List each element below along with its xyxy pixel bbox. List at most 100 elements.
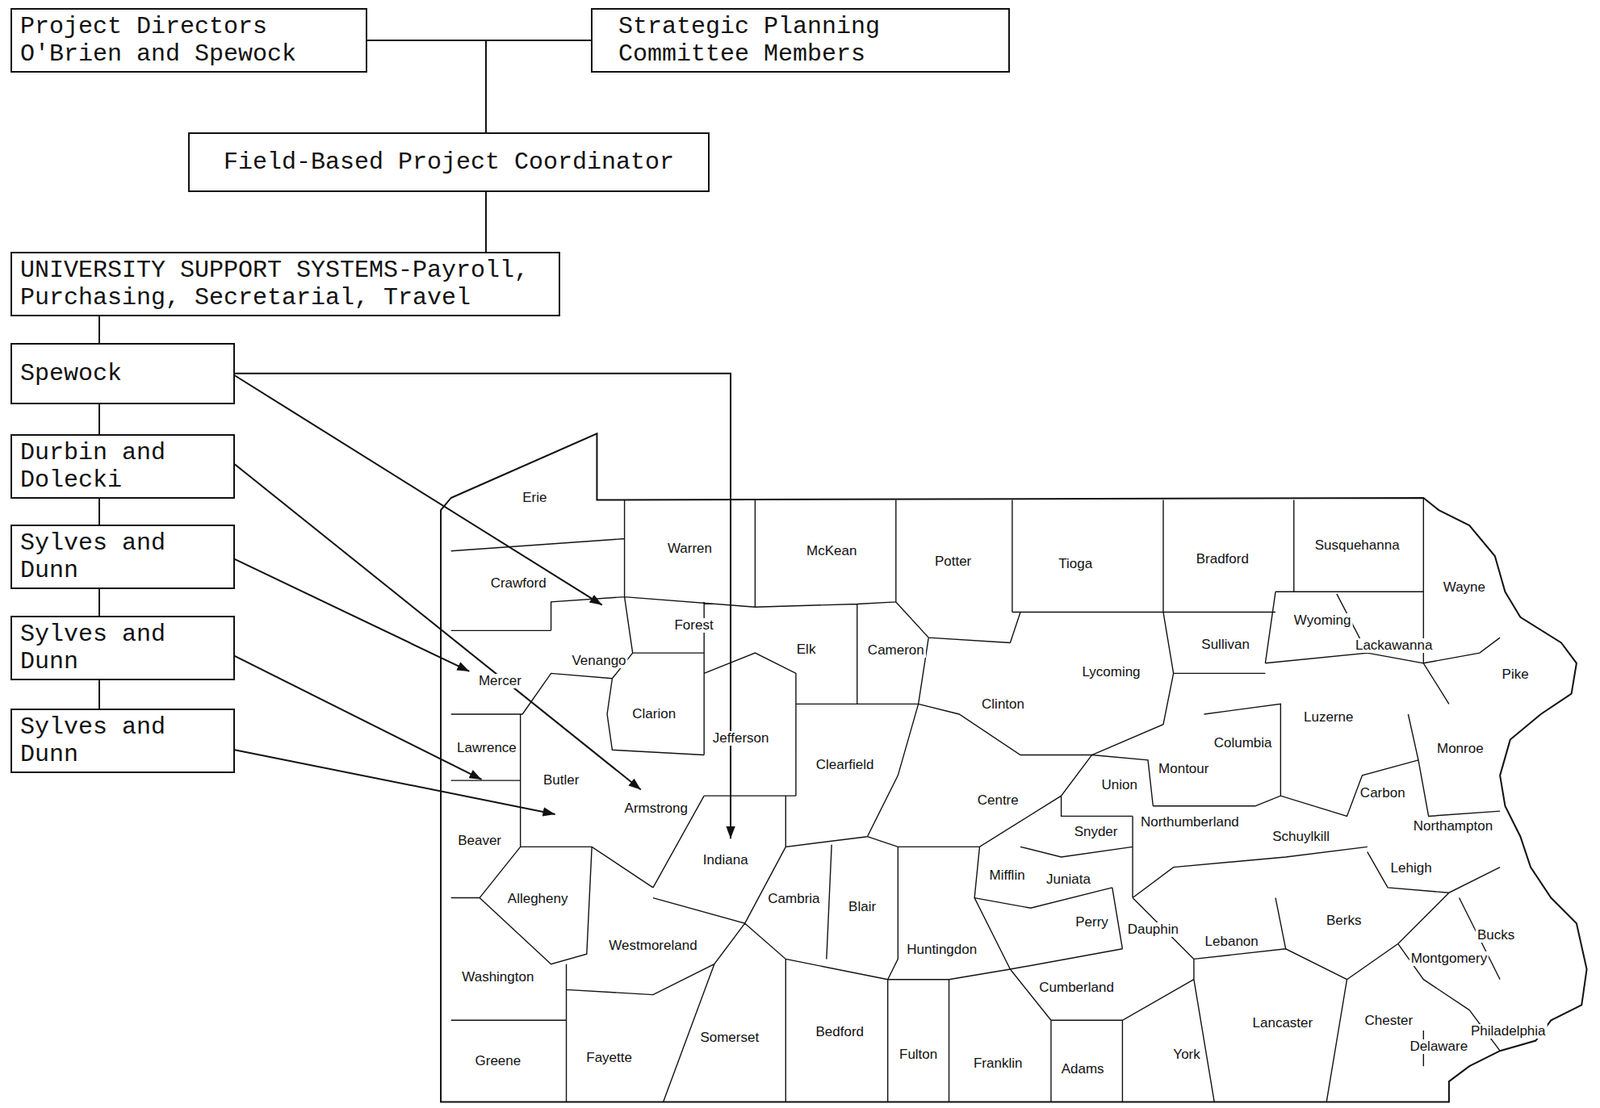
box-text: Spewock: [20, 360, 226, 388]
leader-arrow: [234, 375, 603, 605]
county-label: Montgomery: [1409, 951, 1489, 967]
box-text: Sylves and Dunn: [20, 713, 226, 769]
county-label: Franklin: [971, 1056, 1024, 1072]
county-label: Snyder: [1072, 825, 1120, 840]
county-label: Cameron: [866, 643, 926, 658]
county-label: Perry: [1073, 915, 1110, 930]
county-label: Greene: [473, 1054, 523, 1069]
county-label: Cambria: [766, 892, 821, 907]
county-label: Westmoreland: [607, 938, 699, 954]
leader-arrow: [234, 373, 731, 840]
box-text: Sylves and Dunn: [20, 529, 226, 585]
county-label: Jefferson: [711, 731, 771, 746]
county-label: York: [1171, 1047, 1202, 1063]
county-label: Schuylkill: [1270, 829, 1332, 845]
county-label: Fulton: [897, 1047, 939, 1063]
county-label: Carbon: [1358, 786, 1408, 801]
org-box: UNIVERSITY SUPPORT SYSTEMS-Payroll, Purc…: [10, 251, 561, 317]
connector-line: [485, 192, 487, 252]
connector-line: [367, 40, 486, 133]
connector-line: [98, 404, 101, 435]
org-box: Sylves and Dunn: [10, 615, 235, 681]
county-label: Somerset: [698, 1030, 761, 1046]
county-label: Clearfield: [814, 758, 876, 773]
county-label: Montour: [1156, 762, 1211, 777]
county-label: Delaware: [1407, 1039, 1470, 1055]
org-box: Spewock: [10, 343, 235, 405]
connector-line: [98, 589, 101, 616]
leader-arrow: [234, 464, 641, 790]
county-label: Bucks: [1475, 928, 1517, 943]
county-label: Northumberland: [1139, 815, 1241, 830]
county-label: Armstrong: [623, 801, 690, 817]
org-box: Project Directors O'Brien and Spewock: [10, 8, 368, 73]
county-label: Lebanon: [1203, 934, 1261, 950]
county-label: Crawford: [489, 576, 549, 591]
county-label: Sullivan: [1199, 637, 1252, 653]
connector-line: [98, 316, 101, 344]
county-label: Union: [1099, 778, 1139, 793]
org-box: Sylves and Dunn: [10, 524, 235, 590]
county-label: Venango: [569, 653, 628, 669]
connector-line: [98, 680, 101, 709]
county-label: Forest: [672, 618, 715, 633]
county-label: Lehigh: [1389, 861, 1434, 876]
county-label: Tioga: [1056, 557, 1094, 572]
county-label: Mercer: [477, 674, 524, 689]
county-label: Lawrence: [455, 741, 519, 756]
county-label: Northampton: [1411, 819, 1495, 834]
connector-line: [98, 498, 101, 525]
county-label: Adams: [1059, 1062, 1106, 1077]
county-label: Wayne: [1441, 580, 1487, 595]
county-label: Lancaster: [1251, 1016, 1316, 1031]
county-label: Wyoming: [1292, 613, 1353, 629]
county-label: Mifflin: [988, 868, 1027, 884]
county-label: Bedford: [814, 1025, 867, 1040]
box-text: Sylves and Dunn: [20, 620, 226, 676]
county-label: Clinton: [980, 697, 1027, 713]
county-label: Monroe: [1435, 741, 1486, 757]
county-label: Chester: [1363, 1013, 1416, 1029]
county-label: Beaver: [456, 833, 503, 849]
county-label: Indiana: [701, 853, 750, 868]
county-label: Erie: [520, 490, 549, 506]
county-label: Butler: [541, 773, 581, 788]
county-label: Clarion: [630, 707, 678, 722]
county-label: Elk: [795, 642, 818, 658]
leader-arrow: [234, 749, 556, 815]
county-label: Warren: [665, 541, 714, 557]
county-label: Susquehanna: [1313, 538, 1402, 553]
org-box: Strategic Planning Committee Members: [590, 8, 1010, 73]
county-boundary: [451, 498, 1500, 1102]
leader-arrow: [234, 656, 482, 780]
county-label: Pike: [1500, 667, 1531, 683]
box-text: UNIVERSITY SUPPORT SYSTEMS-Payroll, Purc…: [20, 256, 551, 312]
org-box: Durbin and Dolecki: [10, 434, 235, 499]
county-label: Philadelphia: [1469, 1024, 1548, 1039]
county-label: Fayette: [584, 1051, 634, 1066]
county-label: Lackawanna: [1353, 638, 1434, 654]
county-label: Cumberland: [1037, 980, 1116, 996]
county-label: McKean: [804, 544, 859, 559]
county-label: Potter: [933, 554, 973, 570]
leader-arrow: [234, 559, 470, 672]
box-text: Strategic Planning Committee Members: [618, 12, 1001, 68]
box-text: Durbin and Dolecki: [20, 439, 226, 495]
org-box: Sylves and Dunn: [10, 708, 235, 774]
box-text: Field-Based Project Coordinator: [197, 148, 700, 176]
box-text: Project Directors O'Brien and Spewock: [20, 12, 358, 68]
county-label: Huntingdon: [904, 942, 979, 958]
county-label: Washington: [460, 970, 536, 985]
org-box: Field-Based Project Coordinator: [188, 132, 710, 193]
county-label: Allegheny: [506, 892, 570, 907]
county-label: Juniata: [1044, 872, 1093, 888]
county-label: Dauphin: [1126, 922, 1181, 938]
county-label: Centre: [975, 793, 1021, 809]
county-label: Blair: [846, 900, 878, 915]
county-label: Luzerne: [1302, 710, 1355, 725]
county-label: Berks: [1324, 913, 1363, 929]
county-label: Lycoming: [1080, 665, 1142, 680]
county-label: Columbia: [1212, 736, 1274, 751]
connector-line: [485, 40, 591, 133]
